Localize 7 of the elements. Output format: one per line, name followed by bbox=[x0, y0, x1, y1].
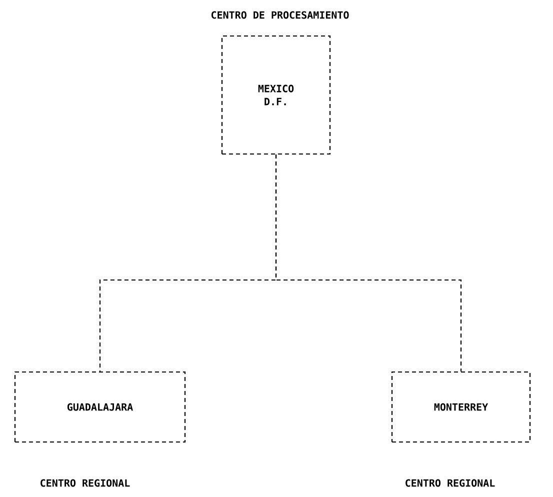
station-caption: CENTRO REGIONAL bbox=[406, 479, 495, 487]
station-box: GUADALAJARA bbox=[14, 371, 186, 443]
station-box: MEXICO D.F. bbox=[221, 35, 331, 155]
station-caption: CENTRO DE PROCESAMIENTO bbox=[212, 11, 349, 19]
connector-line bbox=[275, 154, 462, 372]
station-box: MONTERREY bbox=[391, 371, 531, 443]
station-caption: CENTRO REGIONAL bbox=[40, 479, 130, 487]
